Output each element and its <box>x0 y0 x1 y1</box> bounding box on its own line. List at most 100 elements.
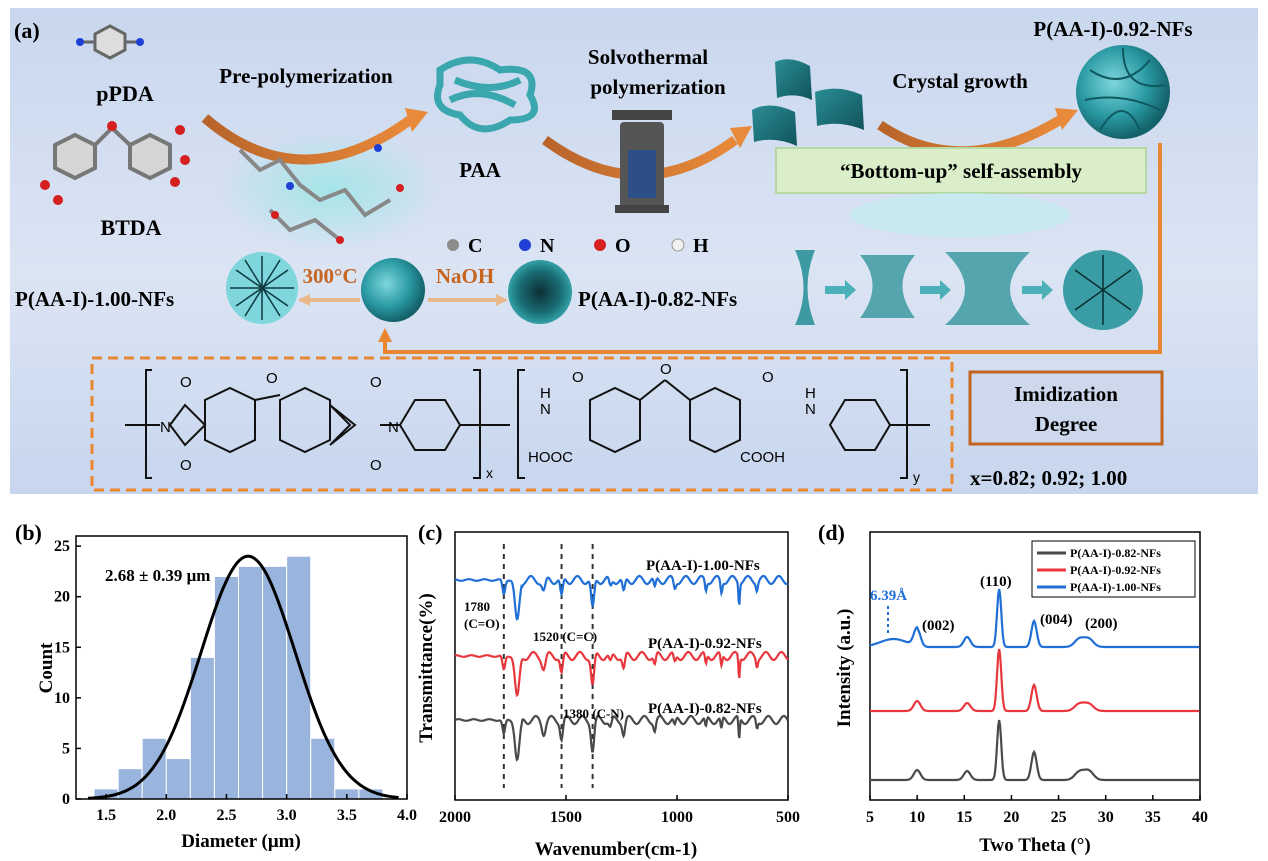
arrowhead-base <box>496 294 508 306</box>
annotation-110: (110) <box>980 574 1012 590</box>
panel-c-ylabel: Transmittance(%) <box>416 593 437 743</box>
assembly-stages <box>795 250 1143 330</box>
x-values: x=0.82; 0.92; 1.00 <box>970 466 1127 490</box>
panel-d-frame <box>869 531 1201 801</box>
panel-c-marker-lines <box>502 544 594 788</box>
arrowhead-1 <box>405 108 428 132</box>
nanoflower-082 <box>508 260 572 324</box>
monomer-ppda: pPDA <box>96 81 154 106</box>
step-crystal-growth: Crystal growth <box>892 69 1028 93</box>
x-tick-label: 1000 <box>661 809 693 826</box>
legend-label-092: P(AA-I)-0.92-NFs <box>1070 563 1161 577</box>
panel-d-curves <box>869 588 1200 782</box>
gaussian-fit <box>87 554 399 800</box>
xrd-series-2 <box>869 588 1200 649</box>
step-solvothermal-line1: Solvothermal <box>588 45 708 69</box>
panel-c-frame <box>454 531 789 801</box>
group-hooc: HOOC <box>528 449 573 466</box>
treatment-naoh: NaOH <box>436 264 494 288</box>
product-092-label: P(AA-I)-0.92-NFs <box>1033 17 1192 41</box>
x-tick-label: 3.5 <box>337 807 357 824</box>
imide-o-bottom-1: O <box>180 457 192 474</box>
x-tick-label: 40 <box>1192 809 1208 826</box>
x-tick-label: 35 <box>1145 809 1161 826</box>
self-assembly-label: “Bottom-up” self-assembly <box>840 159 1083 183</box>
atom-legend-n: N <box>540 235 555 257</box>
group-cooh: COOH <box>740 449 785 466</box>
imidization-box <box>968 370 1164 446</box>
nanoflower-center <box>361 258 425 322</box>
autoclave-icon <box>612 110 672 213</box>
panel-d-label: (d) <box>818 520 845 545</box>
histogram-bar <box>310 737 336 800</box>
amide-n-1: N <box>540 401 551 418</box>
x-tick-label: 15 <box>956 809 972 826</box>
x-tick-label: 10 <box>909 809 925 826</box>
paa-chain-model <box>238 144 404 244</box>
imide-o-top-2: O <box>370 374 382 391</box>
annotation-1380: 1380 (C-N) <box>563 706 624 721</box>
x-tick-label: 1500 <box>550 809 582 826</box>
imide-o-top-1: O <box>180 374 192 391</box>
x-tick-label: 4.0 <box>397 807 417 824</box>
ftir-series-2 <box>454 714 789 762</box>
arrowhead-3 <box>1055 108 1078 130</box>
amide-o-1: O <box>572 369 584 386</box>
x-tick-label: 5 <box>866 809 874 826</box>
panel-d-ylabel: Intensity (a.u.) <box>834 609 855 728</box>
paa-tangle <box>434 56 538 133</box>
assembly-arrows <box>825 280 1053 300</box>
self-assembly-box <box>775 147 1147 194</box>
x-tick-label: 2.5 <box>216 807 236 824</box>
panel-c-series-label-082: P(AA-I)-0.82-NFs <box>648 701 762 717</box>
panel-b-frame <box>75 535 408 800</box>
x-tick-label: 30 <box>1098 809 1114 826</box>
product-082-label: P(AA-I)-0.82-NFs <box>578 287 737 311</box>
histogram-bar <box>141 737 167 800</box>
atom-legend-h: H <box>693 235 709 257</box>
ketone-o-2: O <box>660 361 672 378</box>
imidization-line1: Imidization <box>1014 382 1118 406</box>
panel-c-curves <box>454 574 789 762</box>
step-solvothermal-line2: polymerization <box>590 75 726 99</box>
nanoflower-100-texture <box>230 256 294 320</box>
imide-o-bottom-2: O <box>370 457 382 474</box>
panel-c-series-label-092: P(AA-I)-0.92-NFs <box>648 636 762 652</box>
y-tick-label: 0 <box>62 791 70 808</box>
legend-label-082: P(AA-I)-0.82-NFs <box>1070 546 1161 560</box>
annotation-1780: 1780 <box>464 599 490 614</box>
x-tick-label: 2000 <box>439 809 471 826</box>
panel-d-xlabel: Two Theta (°) <box>979 835 1090 856</box>
histogram-bar <box>165 758 191 800</box>
subscript-x: x <box>486 465 493 481</box>
legend-label-100: P(AA-I)-1.00-NFs <box>1070 580 1161 594</box>
xrd-series-1 <box>870 648 1200 713</box>
panel-a-label: (a) <box>14 18 40 43</box>
annotation-004: (004) <box>1040 612 1073 628</box>
panel-a: (a) pPDA BTDA Pre-polymerization <box>10 8 1258 494</box>
crystal-sheets <box>752 59 864 146</box>
atom-legend-o: O <box>615 235 631 257</box>
ketone-o-1: O <box>266 370 278 387</box>
panel-b-label: (b) <box>15 520 42 545</box>
annotation-d-spacing: 6.39Å <box>870 588 907 604</box>
arrowhead-heat <box>298 294 310 306</box>
amide-h-2: H <box>805 385 816 402</box>
atom-legend: C N O H <box>447 235 709 257</box>
atom-legend-c: C <box>468 235 482 257</box>
ppda-molecule <box>76 24 144 60</box>
monomer-btda: BTDA <box>100 215 161 240</box>
imide-n-1: N <box>160 419 171 436</box>
histogram-bar <box>262 565 288 800</box>
y-tick-label: 10 <box>54 690 70 707</box>
amide-h-1: H <box>540 385 551 402</box>
panel-b-annotation: 2.68 ± 0.39 μm <box>105 566 210 585</box>
treatment-300c: 300°C <box>302 264 357 288</box>
amide-o-2: O <box>762 369 774 386</box>
nanoflower-092 <box>1076 45 1170 139</box>
return-arrowhead <box>378 328 392 342</box>
x-tick-label: 25 <box>1051 809 1067 826</box>
